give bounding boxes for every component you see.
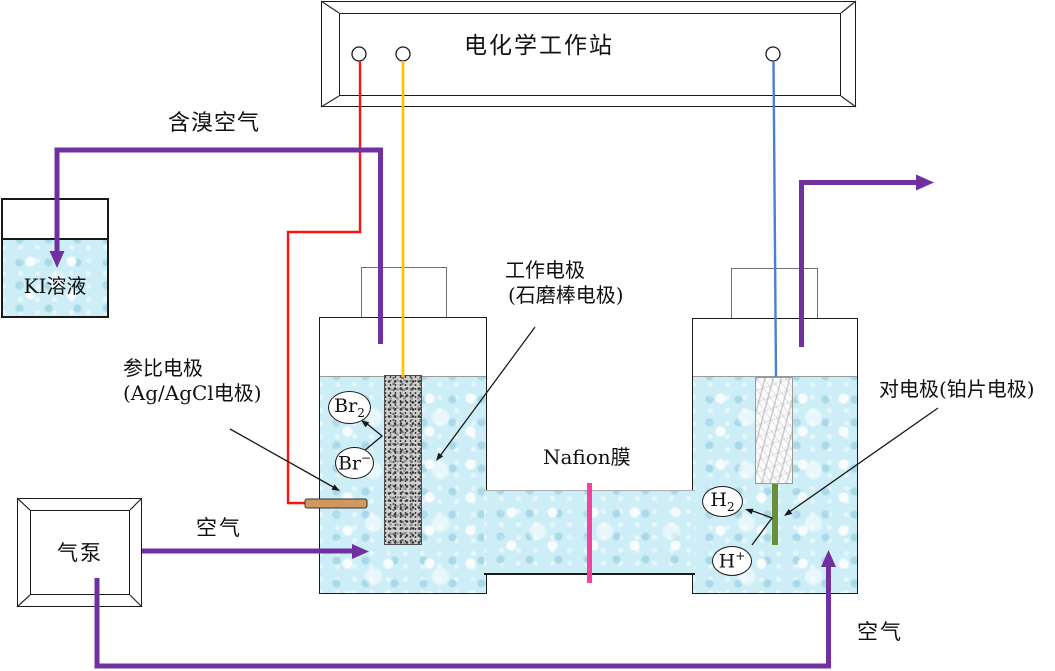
ki-beaker xyxy=(1,198,109,318)
workstation-title: 电化学工作站 xyxy=(464,33,614,59)
air-right-label: 空气 xyxy=(857,620,903,644)
working-electrode-label-line1: 工作电极 xyxy=(505,258,585,282)
air-pump-label: 气泵 xyxy=(57,541,103,565)
reference-electrode-label-line2: (Ag/AgCl电极) xyxy=(123,381,262,405)
br2-bubble: Br2 xyxy=(328,391,371,424)
air-left-label: 空气 xyxy=(196,516,242,540)
nafion-label: Nafion膜 xyxy=(543,445,631,469)
ki-beaker-label: KI溶液 xyxy=(23,274,87,298)
species-label: Br− xyxy=(337,451,372,475)
bridge-channel xyxy=(484,490,695,575)
working-electrode-label-line2: (石磨棒电极) xyxy=(508,283,624,307)
counter-electrode-label: 对电极(铂片电极) xyxy=(879,377,1035,401)
bromide-bubble: Br− xyxy=(335,447,374,479)
species-label: Br2 xyxy=(334,394,365,420)
right-cell-neck xyxy=(731,268,818,319)
platinum-counter-electrode xyxy=(772,484,778,545)
species-label: H2 xyxy=(710,488,735,514)
bromine-air-label: 含溴空气 xyxy=(168,111,261,136)
left-cell-neck xyxy=(361,267,447,318)
arrow-exit xyxy=(916,174,934,191)
reference-electrode-label: 参比电极 (Ag/AgCl电极) xyxy=(123,356,262,406)
proton-bubble: H+ xyxy=(712,546,752,576)
graphite-working-electrode xyxy=(384,375,422,545)
working-electrode-label: 工作电极 (石磨棒电极) xyxy=(505,258,624,308)
electrode-glass-sheath xyxy=(755,377,793,484)
species-label: H+ xyxy=(718,549,746,573)
h2-bubble: H2 xyxy=(702,486,743,517)
reference-electrode-label-line1: 参比电极 xyxy=(123,356,203,380)
workstation-panel xyxy=(339,13,841,96)
